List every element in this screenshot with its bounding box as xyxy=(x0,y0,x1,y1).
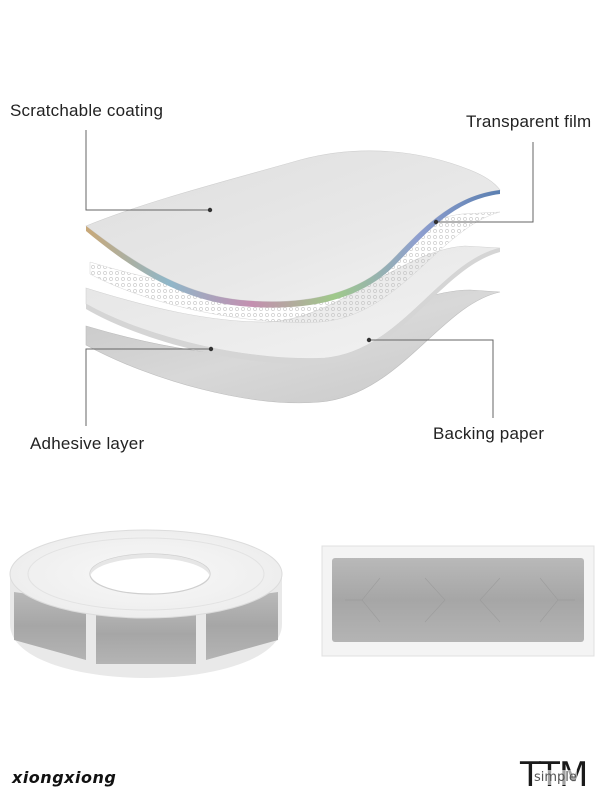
leader-adhesive-layer xyxy=(85,348,211,426)
label-adhesive-layer: Adhesive layer xyxy=(30,434,145,453)
leader-dot-backing xyxy=(366,337,372,343)
roll-top-ring xyxy=(27,537,265,611)
label-roll xyxy=(9,529,283,678)
leader-dot-transparent xyxy=(433,219,439,225)
roll-label-2 xyxy=(96,604,196,664)
watermark-right: TTM simple xyxy=(520,756,596,796)
label-sheet-die-cuts xyxy=(345,577,575,623)
label-sheet xyxy=(321,545,595,657)
label-transparent-film: Transparent film xyxy=(466,112,592,131)
leader-backing-paper xyxy=(369,339,494,418)
leader-dot-adhesive xyxy=(208,346,214,352)
roll-core-inner-wall xyxy=(90,554,210,578)
label-scratchable-coating: Scratchable coating xyxy=(10,101,164,120)
leader-scratchable-coating xyxy=(85,130,210,211)
watermark-logo-subtext: simple xyxy=(534,770,577,785)
label-sheet-silver xyxy=(332,558,584,642)
callout-leaders xyxy=(85,130,534,426)
leader-dot-scratchable xyxy=(207,207,213,213)
label-backing-paper: Backing paper xyxy=(433,424,545,443)
leader-transparent-film xyxy=(436,142,534,223)
watermark-left: xiongxiong xyxy=(12,768,117,787)
